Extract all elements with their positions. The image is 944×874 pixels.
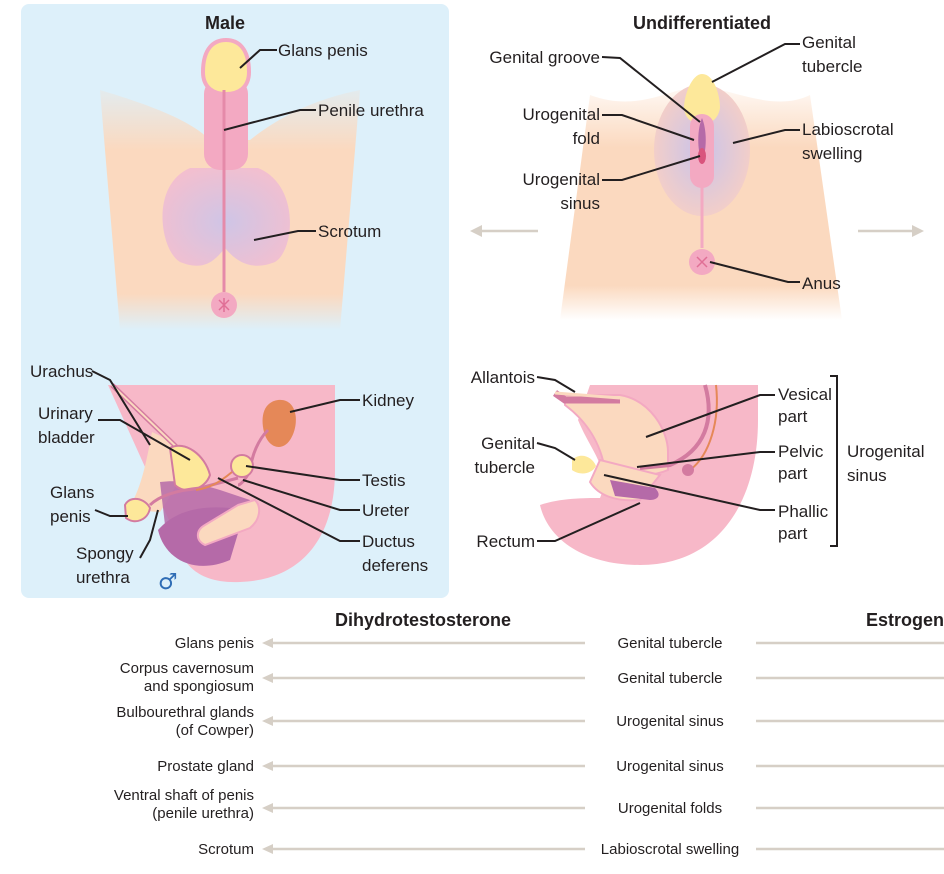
table-row: Corpus cavernosum and spongiosum Genital… [120,660,944,695]
label-anus: Anus [802,274,841,293]
label-urinary-bladder-1: Urinary [38,404,93,423]
label-genital-tubercle-2: tubercle [802,57,862,76]
male-homologue: (of Cowper) [176,722,254,739]
table-row: Glans penis Genital tubercle [175,635,944,652]
label-kidney: Kidney [362,391,414,410]
embryonic-origin: Urogenital folds [618,800,722,817]
table-header-estrogen: Estrogen [866,610,944,630]
label-vesical-part-2: part [778,407,808,426]
male-homologue: and spongiosum [144,678,254,695]
label-glans-penis-lower-2: penis [50,507,91,526]
male-homologue: Scrotum [198,841,254,858]
label-ureter: Ureter [362,501,410,520]
label-urogenital-sinus-1: Urogenital [523,170,601,189]
label-urogenital-fold-2: fold [573,129,600,148]
label-labioscrotal-swelling-1: Labioscrotal [802,120,894,139]
table-header-dihydrotestosterone: Dihydrotestosterone [335,610,511,630]
label-scrotum: Scrotum [318,222,381,241]
label-ductus-deferens-2: deferens [362,556,428,575]
label-urinary-bladder-2: bladder [38,428,95,447]
genital-tubercle-shape [684,74,720,124]
label-spongy-urethra-2: urethra [76,568,130,587]
label-pelvic-part-1: Pelvic [778,442,824,461]
male-title: Male [205,13,245,33]
label-urogenital-sinus-2: sinus [560,194,600,213]
label-ductus-deferens-1: Ductus [362,532,415,551]
male-homologue: Corpus cavernosum [120,660,254,677]
table-row: Ventral shaft of penis (penile urethra) … [114,787,944,822]
glans-shape [200,37,252,97]
label-phallic-part-2: part [778,524,808,543]
male-sagittal-illustration [108,383,335,583]
embryonic-origin: Genital tubercle [617,670,722,687]
label-urogenital-fold-1: Urogenital [523,105,601,124]
label-allantois: Allantois [471,368,535,387]
urogenital-sinus-bracket [830,375,838,547]
undifferentiated-panel: Undifferentiated Genital groove Genital … [471,13,925,565]
label-phallic-part-1: Phallic [778,502,829,521]
embryonic-origin: Urogenital sinus [616,758,724,775]
embryonic-origin: Urogenital sinus [616,713,724,730]
male-panel: Male Glans penis Penile urethra Scrotum [21,4,449,598]
label-genital-tubercle-lower-1: Genital [481,434,535,453]
label-genital-tubercle-lower-2: tubercle [475,458,535,477]
male-external-illustration [100,37,360,330]
label-glans-penis-lower-1: Glans [50,483,94,502]
label-urachus: Urachus [30,362,93,381]
label-rectum: Rectum [476,532,535,551]
embryonic-origin: Genital tubercle [617,635,722,652]
label-glans-penis: Glans penis [278,41,368,60]
homologue-table: Dihydrotestosterone Estrogen Glans penis… [114,610,944,858]
male-symbol-icon: ♂ [158,570,178,595]
undiff-external-illustration [560,74,842,320]
label-vesical-part-1: Vesical [778,385,832,404]
table-row: Prostate gland Urogenital sinus [157,758,944,775]
male-homologue: Ventral shaft of penis [114,787,254,804]
penis-shaft-shape [204,78,248,170]
kidney-shape [262,399,296,447]
bladder-shape [168,445,212,492]
testis-shape [230,454,254,478]
embryonic-origin: Labioscrotal swelling [601,841,739,858]
label-genital-groove: Genital groove [489,48,600,67]
undiff-sagittal-illustration [540,384,758,565]
table-row: Bulbourethral glands (of Cowper) Urogeni… [116,704,944,739]
label-penile-urethra: Penile urethra [318,101,424,120]
scrotum-shape [162,168,290,266]
male-homologue: (penile urethra) [152,805,254,822]
undifferentiated-title: Undifferentiated [633,13,771,33]
label-urogenital-sinus-bracket-1: Urogenital [847,442,925,461]
label-spongy-urethra-1: Spongy [76,544,134,563]
label-genital-tubercle-1: Genital [802,33,856,52]
male-homologue: Bulbourethral glands [116,704,254,721]
table-row: Scrotum Labioscrotal swelling [198,841,944,858]
male-homologue: Prostate gland [157,758,254,775]
male-homologue: Glans penis [175,635,254,652]
label-labioscrotal-swelling-2: swelling [802,144,862,163]
direction-arrows [470,225,924,237]
label-testis: Testis [362,471,405,490]
label-urogenital-sinus-bracket-2: sinus [847,466,887,485]
label-pelvic-part-2: part [778,464,808,483]
